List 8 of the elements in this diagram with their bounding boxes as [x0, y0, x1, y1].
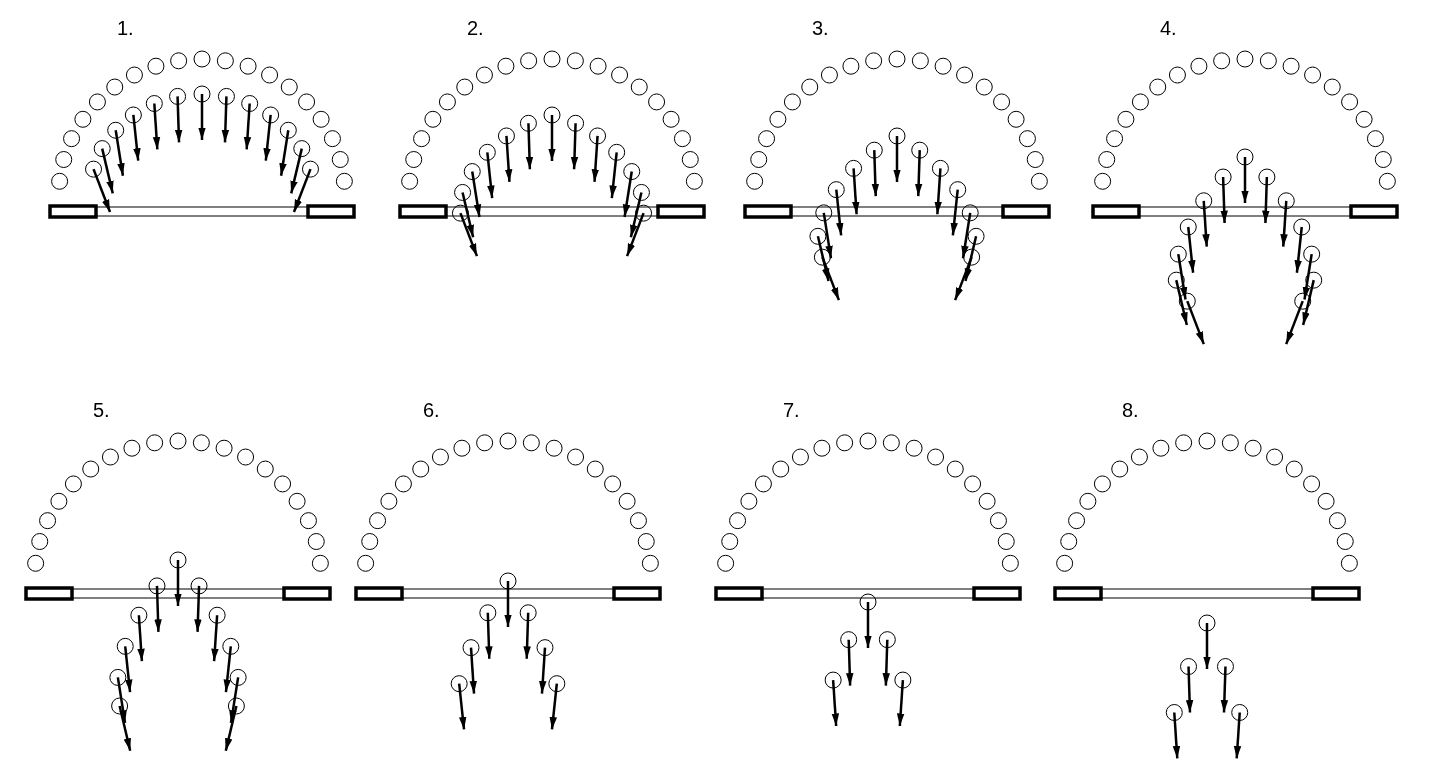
panel-number: 8.	[1122, 399, 1139, 422]
panel-number: 2.	[467, 17, 484, 40]
panel-number: 4.	[1160, 17, 1177, 40]
panel-number: 5.	[93, 399, 110, 422]
panel-number: 7.	[783, 399, 800, 422]
panel-number: 6.	[423, 399, 440, 422]
panel-number: 1.	[117, 17, 134, 40]
panel-number: 3.	[812, 17, 829, 40]
